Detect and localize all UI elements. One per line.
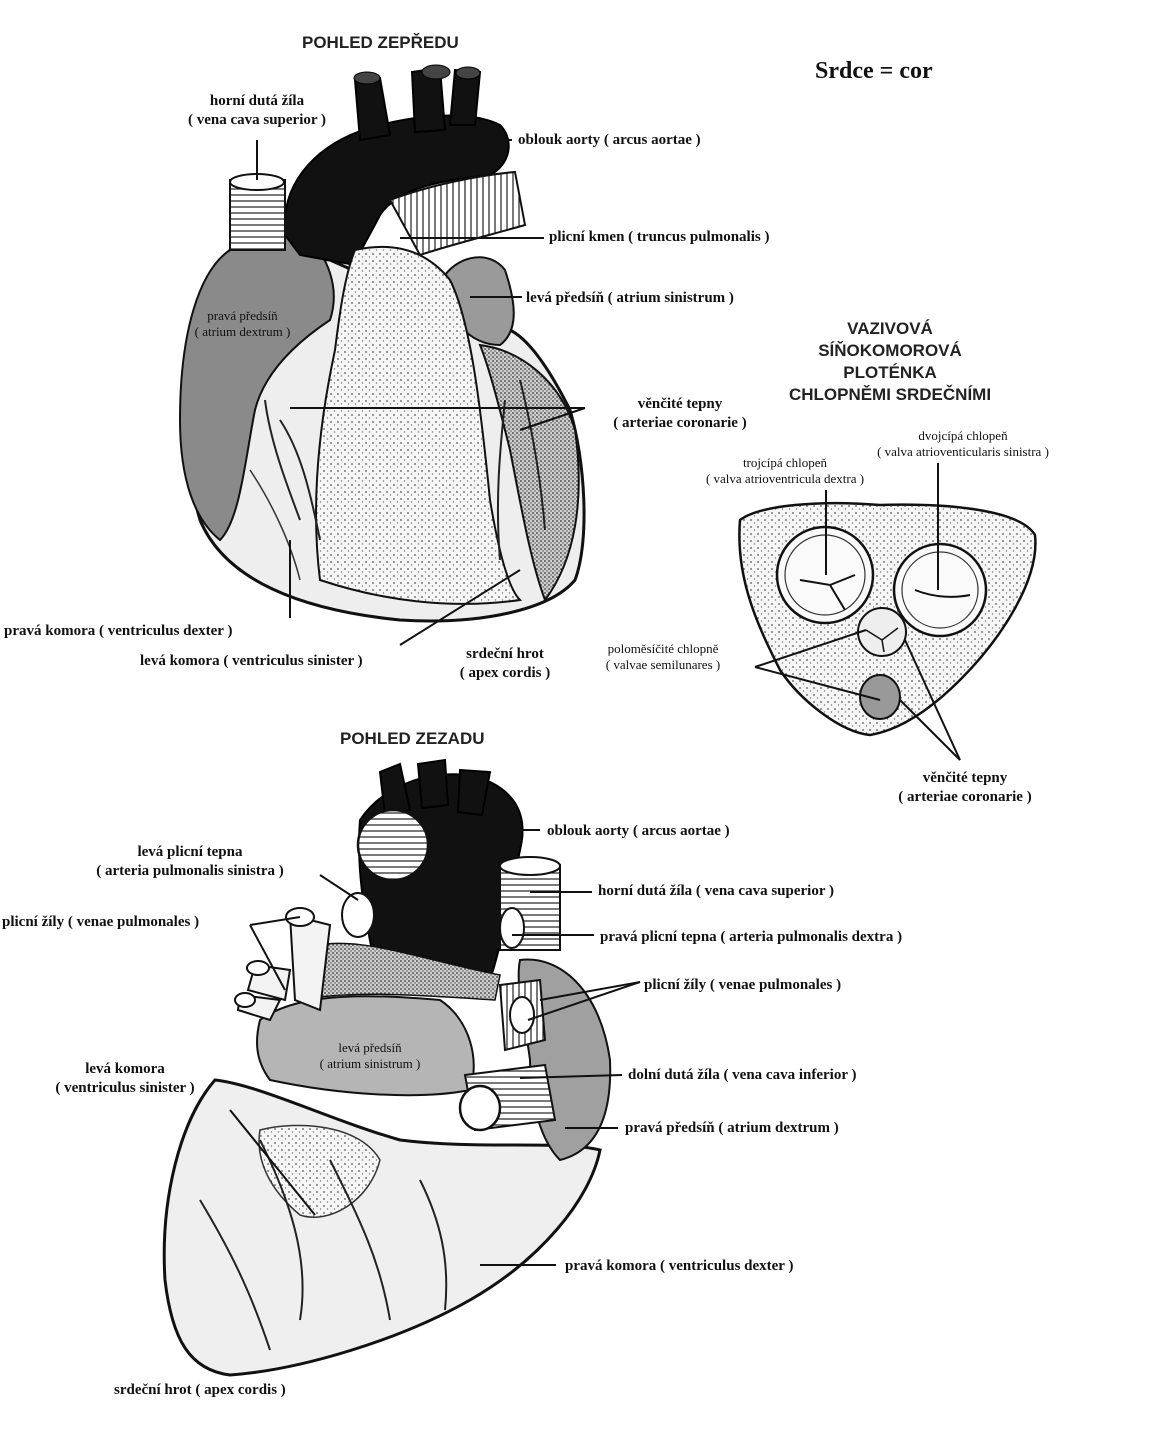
front-svc-label: horní dutá žíla ( vena cava superior ) <box>107 92 407 130</box>
page-title: Srdce = cor <box>815 58 933 84</box>
back-pulm-veins-left-label: plicní žíly ( venae pulmonales ) <box>2 914 200 930</box>
bicuspid-label-latin: ( valva atrioventicularis sinistra ) <box>877 444 1049 460</box>
front-view-heart <box>178 64 586 623</box>
tricuspid-label: trojcípá chlopeň ( valva atrioventricula… <box>680 455 890 488</box>
plate-coronary-label: věnčité tepny ( arteriae coronarie ) <box>870 769 1060 807</box>
front-pulmonary-trunk-label: plicní kmen ( truncus pulmonalis ) <box>549 229 770 245</box>
back-apex-label: srdeční hrot ( apex cordis ) <box>114 1382 286 1398</box>
back-left-pulm-artery-label-name: levá plicní tepna <box>137 844 243 860</box>
front-svc <box>229 179 286 251</box>
front-apex-label-name: srdeční hrot <box>466 646 544 662</box>
plate-heading-line-3: PLOTÉNKA <box>843 363 937 383</box>
back-svc-label: horní dutá žíla ( vena cava superior ) <box>598 883 834 899</box>
semilunar-label-latin: ( valvae semilunares ) <box>605 657 721 673</box>
plate-heading: VAZIVOVÁ SÍŇOKOMOROVÁ PLOTÉNKA CHLOPNĚMI… <box>760 318 1020 406</box>
front-apex-label: srdeční hrot ( apex cordis ) <box>440 645 570 683</box>
front-right-atrium-label: pravá předsíň ( atrium dextrum ) <box>180 308 305 341</box>
back-ivc-label: dolní dutá žíla ( vena cava inferior ) <box>628 1067 857 1083</box>
front-right-atrium-label-name: pravá předsíň <box>207 308 278 323</box>
plate-heading-line-1: VAZIVOVÁ <box>847 319 933 338</box>
front-svc-label-latin: ( vena cava superior ) <box>187 111 327 128</box>
front-coronary-label: věnčité tepny ( arteriae coronarie ) <box>585 395 775 433</box>
back-aorta-cross-section <box>356 808 430 882</box>
bicuspid-valve <box>892 542 988 638</box>
back-left-atrium-label-latin: ( atrium sinistrum ) <box>319 1056 421 1072</box>
front-view-heading: POHLED ZEPŘEDU <box>302 33 459 52</box>
front-pulmonary-trunk <box>388 170 527 257</box>
back-pulm-veins-right-label: plicní žíly ( venae pulmonales ) <box>644 977 842 993</box>
back-left-atrium-label: levá předsíň ( atrium sinistrum ) <box>300 1040 440 1073</box>
fibrous-plate-illustration <box>738 501 1037 737</box>
plate-coronary-label-name: věnčité tepny <box>922 770 1008 786</box>
front-right-atrium-label-latin: ( atrium dextrum ) <box>194 324 291 340</box>
back-view-heart <box>162 758 612 1377</box>
pulmonary-semilunar-valve <box>857 607 907 657</box>
front-left-ventricle-label: levá komora ( ventriculus sinister ) <box>140 653 363 669</box>
back-right-atrium-label: pravá předsíň ( atrium dextrum ) <box>625 1120 839 1136</box>
semilunar-label-name: poloměsíčité chlopně <box>607 641 719 656</box>
back-left-ventricle-label: levá komora ( ventriculus sinister ) <box>25 1060 225 1098</box>
back-right-ventricle-label: pravá komora ( ventriculus dexter ) <box>565 1258 794 1274</box>
front-right-ventricle-label: pravá komora ( ventriculus dexter ) <box>4 623 233 639</box>
back-ventricles <box>162 1078 602 1377</box>
plate-heading-line-4: CHLOPNĚMI SRDEČNÍMI <box>788 385 992 405</box>
back-left-pulm-artery-label-latin: ( arteria pulmonalis sinistra ) <box>96 862 284 879</box>
front-aortic-arch-label: oblouk aorty ( arcus aortae ) <box>518 132 701 148</box>
front-coronary-label-name: věnčité tepny <box>637 396 723 412</box>
bicuspid-label-name: dvojcípá chlopeň <box>918 428 1008 443</box>
leader-lines <box>229 139 961 1266</box>
front-left-atrium-label: levá předsíň ( atrium sinistrum ) <box>526 290 734 306</box>
front-svc-label-name: horní dutá žíla <box>209 93 305 109</box>
tricuspid-label-name: trojcípá chlopeň <box>742 455 828 470</box>
front-right-ventricle <box>315 245 523 605</box>
front-apex-label-latin: ( apex cordis ) <box>459 664 551 681</box>
back-left-atrium-label-name: levá předsíň <box>338 1040 402 1055</box>
back-view-heading: POHLED ZEZADU <box>340 729 485 748</box>
back-left-pulm-artery-label: levá plicní tepna ( arteria pulmonalis s… <box>60 843 320 881</box>
front-coronary-label-latin: ( arteriae coronarie ) <box>613 414 747 431</box>
tricuspid-label-latin: ( valva atrioventricula dextra ) <box>705 471 865 487</box>
back-right-pulm-artery-label: pravá plicní tepna ( arteria pulmonalis … <box>600 929 903 945</box>
semilunar-label: poloměsíčité chlopně ( valvae semilunare… <box>583 641 743 674</box>
plate-heading-line-2: SÍŇOKOMOROVÁ <box>818 341 962 361</box>
aortic-semilunar-valve <box>859 674 901 720</box>
back-left-ventricle-label-name: levá komora <box>85 1061 165 1077</box>
back-left-ventricle-label-latin: ( ventriculus sinister ) <box>55 1079 195 1096</box>
bicuspid-label: dvojcípá chlopeň ( valva atrioventicular… <box>848 428 1078 461</box>
back-aortic-arch-label: oblouk aorty ( arcus aortae ) <box>547 823 730 839</box>
plate-coronary-label-latin: ( arteriae coronarie ) <box>898 788 1032 805</box>
